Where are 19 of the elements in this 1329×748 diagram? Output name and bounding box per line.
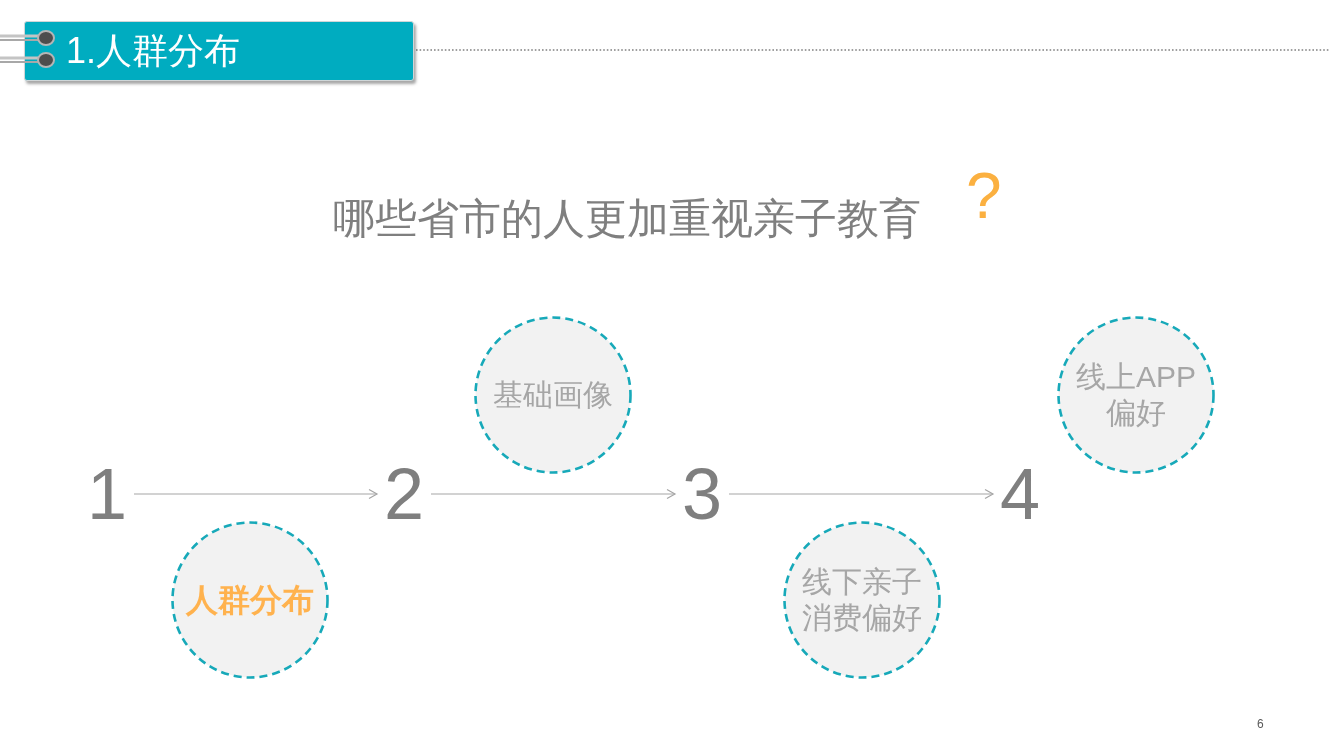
- step-number: 3: [681, 453, 722, 536]
- step-label: 线上APP偏好: [1075, 359, 1197, 431]
- arrow: [133, 488, 378, 500]
- step-number: 1: [86, 453, 127, 536]
- question-text: 哪些省市的人更加重视亲子教育: [333, 194, 921, 244]
- dashed-circle: [474, 316, 632, 474]
- dashed-circle: [783, 521, 941, 679]
- step-label: 线下亲子消费偏好: [801, 564, 923, 636]
- step-number: 4: [999, 453, 1040, 536]
- dashed-circle: [1057, 316, 1215, 474]
- arrow: [430, 488, 676, 500]
- dashed-circle: [171, 521, 329, 679]
- step-label: 人群分布: [186, 580, 314, 620]
- page-number: 6: [1257, 717, 1264, 732]
- title-text: 1.人群分布: [66, 31, 241, 71]
- arrow: [728, 488, 994, 500]
- step-label: 基础画像: [493, 377, 613, 413]
- step-number: 2: [383, 453, 424, 536]
- question-mark: ?: [966, 159, 1002, 234]
